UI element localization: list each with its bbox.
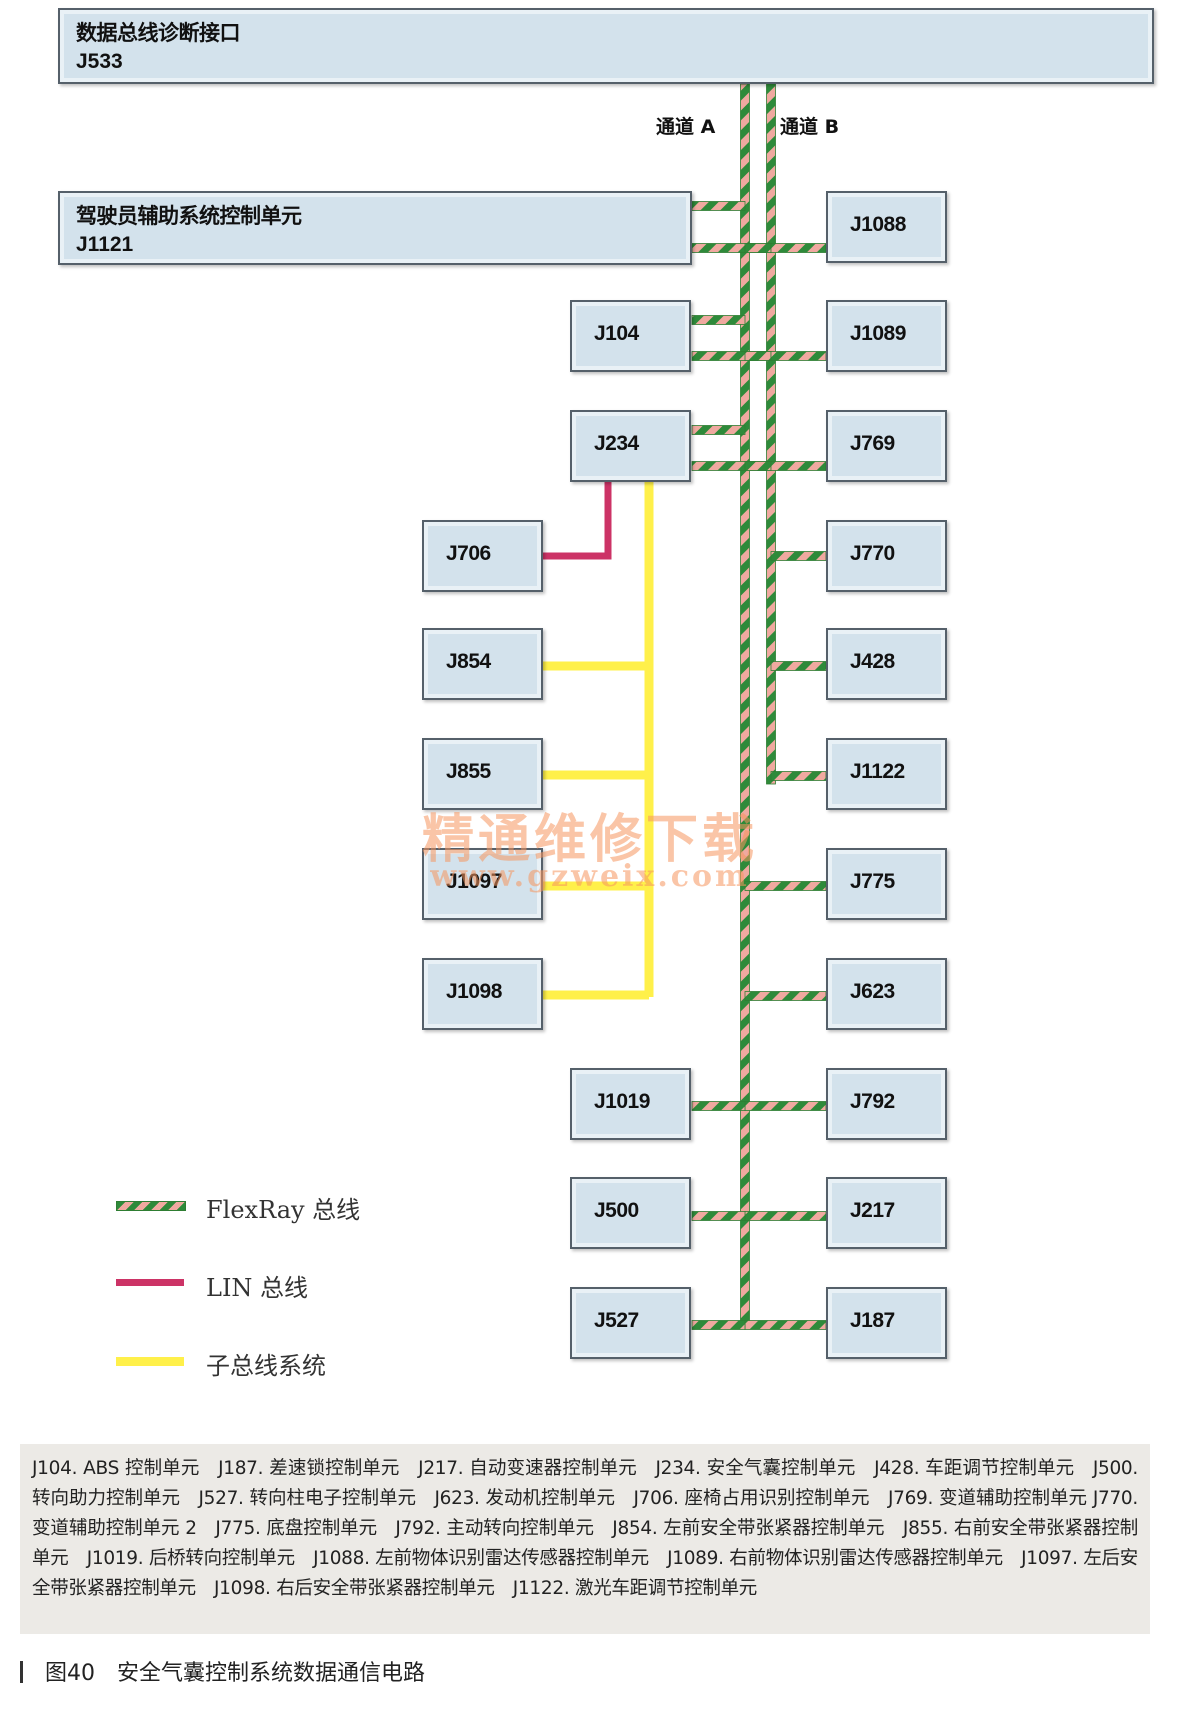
channel-a-label: 通道 A xyxy=(656,116,716,138)
driver-assist-title: 驾驶员辅助系统控制单元 xyxy=(76,205,302,228)
flexray-branch-j792 xyxy=(744,1101,827,1111)
legend-lin-label: LIN 总线 xyxy=(206,1274,309,1302)
module-j775: J775 xyxy=(826,848,947,920)
module-j187: J187 xyxy=(826,1287,947,1359)
caption-text: J104. ABS 控制单元 J187. 差速锁控制单元 J217. 自动变速器… xyxy=(32,1458,1138,1599)
legend-subbus-label: 子总线系统 xyxy=(206,1352,326,1380)
module-j527: J527 xyxy=(570,1287,691,1359)
flexray-branch-j1121-a xyxy=(691,201,746,211)
flexray-branch-j1019 xyxy=(691,1101,746,1111)
flexray-branch-j1089-b xyxy=(770,351,827,361)
flexray-swatch xyxy=(116,1201,186,1211)
lin-bus-lines xyxy=(536,478,612,560)
module-j1088: J1088 xyxy=(826,191,947,263)
flexray-bus-lines xyxy=(691,83,827,1330)
module-j428: J428 xyxy=(826,628,947,700)
flexray-branch-j623 xyxy=(744,991,827,1001)
module-j1122: J1122 xyxy=(826,738,947,810)
driver-assist-box: 驾驶员辅助系统控制单元 J1121 xyxy=(58,191,692,265)
module-j234: J234 xyxy=(570,410,691,482)
module-j792: J792 xyxy=(826,1068,947,1140)
flexray-branch-j770 xyxy=(770,551,827,561)
subbus-swatch xyxy=(116,1357,184,1366)
flexray-branch-j500 xyxy=(691,1211,746,1221)
figure-title-text: 图40 安全气囊控制系统数据通信电路 xyxy=(45,1661,425,1686)
figure-title-bar xyxy=(20,1661,23,1683)
legend-flexray-label: FlexRay 总线 xyxy=(206,1196,361,1224)
flexray-branch-j769-a xyxy=(744,461,772,471)
flexray-branch-j1122 xyxy=(770,771,827,781)
flexray-branch-j104-a xyxy=(691,315,746,325)
module-j854: J854 xyxy=(422,628,543,700)
lin-line-j234-j706 xyxy=(536,478,612,560)
flexray-branch-j1088-b xyxy=(770,243,827,253)
figure-title: 图40 安全气囊控制系统数据通信电路 xyxy=(20,1655,425,1687)
flexray-branch-j1089-a xyxy=(744,351,772,361)
gateway-title: 数据总线诊断接口 xyxy=(76,22,241,45)
module-j855: J855 xyxy=(422,738,543,810)
module-j500: J500 xyxy=(570,1177,691,1249)
module-j104: J104 xyxy=(570,300,691,372)
flexray-branch-j527 xyxy=(691,1320,746,1330)
module-j1019: J1019 xyxy=(570,1068,691,1140)
flexray-branch-j187 xyxy=(744,1320,827,1330)
module-j1098: J1098 xyxy=(422,958,543,1030)
module-j1097: J1097 xyxy=(422,848,543,920)
flexray-branch-j428 xyxy=(770,661,827,671)
gateway-box: 数据总线诊断接口 J533 xyxy=(58,8,1154,84)
module-j1089: J1089 xyxy=(826,300,947,372)
flexray-branch-j769-b xyxy=(770,461,827,471)
sub-bus-lines xyxy=(536,478,654,1000)
flexray-branch-j775 xyxy=(744,881,827,891)
module-j623: J623 xyxy=(826,958,947,1030)
caption-block: J104. ABS 控制单元 J187. 差速锁控制单元 J217. 自动变速器… xyxy=(20,1444,1150,1634)
module-j217: J217 xyxy=(826,1177,947,1249)
module-j769: J769 xyxy=(826,410,947,482)
module-j706: J706 xyxy=(422,520,543,592)
driver-assist-id: J1121 xyxy=(76,233,134,256)
lin-swatch xyxy=(116,1279,184,1286)
channel-b-label: 通道 B xyxy=(780,116,840,138)
flexray-branch-j234-a xyxy=(691,425,746,435)
gateway-id: J533 xyxy=(76,50,123,73)
flexray-branch-j217 xyxy=(744,1211,827,1221)
module-j770: J770 xyxy=(826,520,947,592)
flexray-branch-j1088-a xyxy=(744,243,772,253)
flexray-channel-a-trunk xyxy=(740,83,750,1326)
flexray-channel-b-trunk xyxy=(766,83,776,785)
